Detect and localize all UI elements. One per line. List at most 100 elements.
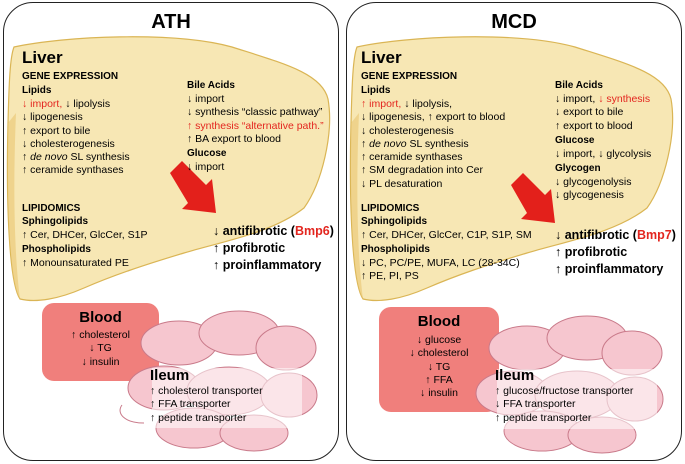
ileum-list: ↑ glucose/fructose transporter↓ FFA tran… [495, 385, 633, 425]
list-item: ↓ cholesterol [379, 347, 499, 360]
item-text: insulin [89, 355, 120, 368]
liver-shadow [7, 113, 20, 299]
list-item: ↓ export to bile [555, 106, 650, 119]
arrow-icon: ↑ [361, 270, 367, 283]
mcd-panel: MCD Liver GENE EXPRESSION Lipids ↑ impor… [346, 2, 682, 461]
gene-expression-heading: GENE EXPRESSION [361, 71, 458, 82]
liver-shape [6, 36, 331, 302]
item-text: insulin [428, 387, 458, 400]
bmp7-gene: Bmp7 [636, 228, 672, 242]
bile-acids-list: ↓ import↓ synthesis “classic pathway”↑ s… [187, 93, 324, 146]
phospholipids-list: ↓ PC, PC/PE, MUFA, LC (28-34C)↑ PE, PI, … [361, 257, 520, 284]
outcomes: ↓ antifibrotic (Bmp6) ↑ profibrotic ↑ pr… [213, 224, 334, 272]
list-item: ↑ ceramide synthases [361, 151, 505, 164]
item-text: peptide transporter [503, 411, 592, 424]
item-text: cholesterogenesis [369, 124, 454, 137]
list-item: ↑ de novo SL synthesis [361, 138, 505, 151]
arrow-icon: ↑ [150, 398, 156, 411]
item-text: glucose/fructose transporter [503, 385, 634, 397]
arrow-icon: ↑ [22, 229, 28, 241]
arrow-icon: ↑ [150, 385, 156, 397]
phospholipids-heading: Phospholipids [361, 244, 430, 255]
phospholipids-heading: Phospholipids [22, 244, 91, 255]
list-item: ↓ import [187, 161, 224, 174]
item-text: import, [563, 148, 596, 160]
blood-box [379, 307, 499, 412]
gene-expression-heading: GENE EXPRESSION [22, 71, 119, 82]
list-item: ↑ BA export to blood [187, 133, 324, 146]
item-text: lipolysis [73, 98, 111, 110]
arrow-icon: ↑ [555, 119, 561, 132]
glucose-heading: Glucose [187, 148, 227, 159]
list-item: ↓ import, ↓ synthesis [555, 93, 650, 106]
arrow-icon: ↑ [150, 411, 156, 424]
blood-list: ↓ glucose↓ cholesterol↓ TG↑ FFA↓ insulin [379, 334, 499, 400]
glucose-list: ↓ import, ↓ glycolysis [555, 148, 651, 161]
list-item: ↑ synthesis “alternative path.” [187, 120, 324, 133]
liver-heading: Liver [361, 48, 402, 67]
arrow-icon: ↑ [427, 111, 433, 124]
arrow-icon: ↓ [409, 347, 415, 360]
red-arrow-icon [170, 161, 216, 213]
list-item: ↓ lipogenesis [22, 111, 130, 124]
list-item: ↓ PL desaturation [361, 178, 505, 191]
item-text: ceramide synthases [369, 151, 463, 164]
lipidomics-heading: LIPIDOMICS [361, 203, 420, 214]
arrow-icon: ↓ [404, 98, 410, 110]
arrow-icon: ↓ [416, 334, 423, 346]
item-text: glycolysis [606, 148, 652, 160]
item-text: import, [369, 98, 402, 110]
item-text: glucose [424, 334, 462, 346]
list-item: ↑ Cer, DHCer, GlcCer, S1P [22, 229, 147, 242]
item-text: export to blood [563, 119, 633, 132]
outcomes: ↓ antifibrotic (Bmp7) ↑ profibrotic ↑ pr… [555, 228, 676, 276]
sphingolipids-list: ↑ Cer, DHCer, GlcCer, S1P [22, 229, 147, 242]
arrow-icon: ↑ [187, 132, 193, 145]
arrow-icon: ↓ [495, 398, 501, 411]
list-item: ↑ FFA [379, 374, 499, 387]
blood-box [42, 303, 159, 381]
item-text: synthesis [606, 93, 651, 105]
item-text: TG [435, 360, 451, 373]
arrow-icon: ↑ [361, 98, 367, 110]
list-item: ↑ export to blood [555, 120, 650, 133]
bile-acids-list: ↓ import, ↓ synthesis↓ export to bile↑ e… [555, 93, 650, 133]
arrow-icon: ↓ [555, 148, 561, 160]
item-text: cholesterol [417, 347, 469, 360]
list-item: ↓ glycogenesis [555, 189, 631, 202]
arrow-icon: ↑ [495, 385, 501, 397]
item-text: FFA transporter [503, 398, 576, 411]
item-text: import [195, 161, 225, 173]
item-text: synthesis “classic pathway” [195, 106, 323, 119]
arrow-icon: ↑ [495, 411, 501, 424]
list-item: ↓ import, ↓ lipolysis [22, 98, 130, 111]
arrow-icon: ↑ [22, 124, 28, 137]
sphingolipids-heading: Sphingolipids [361, 216, 428, 227]
arrow-icon: ↓ [361, 257, 367, 269]
arrow-icon: ↑ [361, 164, 367, 177]
item-text: ceramide synthases [30, 164, 124, 177]
arrow-icon: ↓ [361, 124, 367, 137]
blood-heading: Blood [417, 313, 461, 330]
list-item: ↓ glycogenolysis [555, 176, 631, 189]
arrow-icon: ↓ [187, 161, 193, 173]
item-text: synthesis “alternative path.” [195, 119, 324, 132]
item-text: cholesterol transporter [158, 385, 263, 397]
list-item: ↑ peptide transporter [150, 412, 263, 425]
arrow-icon: ↓ [22, 98, 28, 110]
ileum-heading: Ileum [150, 367, 190, 384]
arrow-icon: ↓ [22, 111, 28, 124]
lipids-list: ↑ import, ↓ lipolysis,↓ lipogenesis, ↑ e… [361, 98, 505, 191]
panel-title: MCD [491, 11, 537, 33]
list-item: ↑ export to bile [22, 125, 130, 138]
arrow-icon: ↓ [22, 137, 28, 150]
list-item: ↑ PE, PI, PS [361, 270, 520, 283]
arrow-icon: ↓ [81, 355, 87, 368]
item-text: FFA transporter [158, 398, 231, 411]
list-item: ↑ peptide transporter [495, 412, 633, 425]
glycogen-list: ↓ glycogenolysis↓ glycogenesis [555, 176, 631, 203]
list-item: ↓ insulin [379, 387, 499, 400]
item-text: glycogenolysis [563, 176, 632, 188]
panel-title: ATH [151, 11, 191, 33]
list-item: ↑ ceramide synthases [22, 164, 130, 177]
